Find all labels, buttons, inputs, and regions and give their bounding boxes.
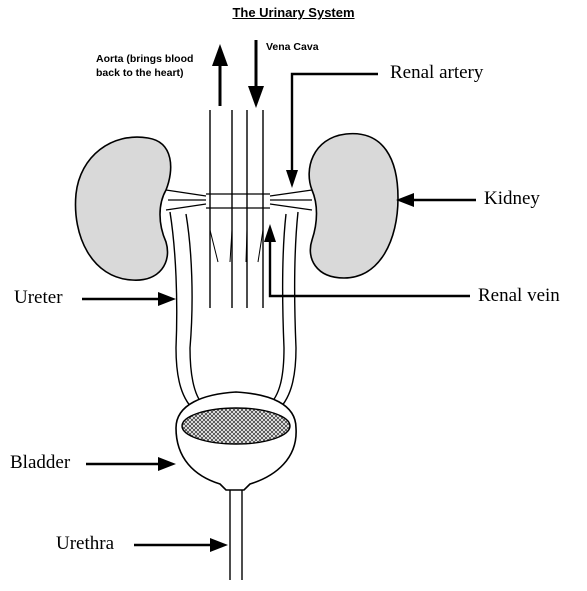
ureter-arrow xyxy=(158,292,176,306)
aorta-label: Aorta (brings blood back to the heart) xyxy=(96,52,193,80)
left-ureter xyxy=(169,211,197,413)
aorta-label-line1: Aorta (brings blood xyxy=(96,53,194,65)
renal-vein-pointer xyxy=(268,240,470,298)
right-kidney xyxy=(308,132,399,279)
right-ureter xyxy=(275,211,299,413)
diagram-title: The Urinary System xyxy=(232,5,355,20)
renal-artery-pointer xyxy=(290,72,378,172)
kidney-arrow xyxy=(396,193,414,207)
vena-cava-arrow xyxy=(248,86,264,108)
urethra-label: Urethra xyxy=(56,533,115,554)
left-kidney xyxy=(74,136,172,281)
bladder-label: Bladder xyxy=(10,452,71,473)
aorta-arrow xyxy=(212,44,228,66)
renal-artery-label: Renal artery xyxy=(390,62,484,83)
urethra-arrow xyxy=(210,538,228,552)
bladder-arrow xyxy=(158,457,176,471)
kidney-label: Kidney xyxy=(484,188,540,209)
ureter-label: Ureter xyxy=(14,287,63,308)
left-renal-vessels xyxy=(165,189,207,211)
renal-vein-label: Renal vein xyxy=(478,285,560,306)
right-renal-vessels xyxy=(269,189,313,211)
vena-cava-label: Vena Cava xyxy=(266,41,319,53)
aorta-label-line2: back to the heart) xyxy=(96,67,184,79)
